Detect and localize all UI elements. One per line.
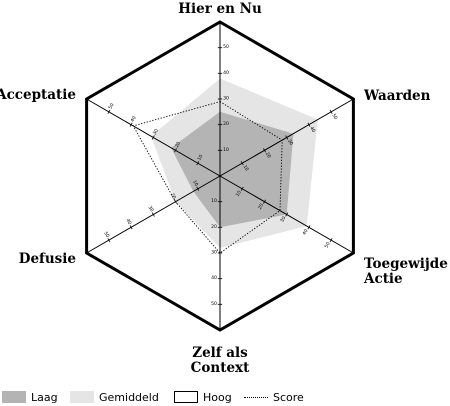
legend-swatch-laag (2, 391, 26, 403)
legend-label-laag: Laag (31, 390, 58, 404)
axis-label-line: Defusie (19, 251, 76, 267)
tick-mark (329, 238, 333, 243)
radar-chart: 10 20 30 40 50 10 20 30 40 50 10 20 30 40 50 10 20 30 40 50… (0, 1, 448, 376)
tick-label: 50 (223, 44, 229, 50)
axis-label-line: Actie (363, 271, 403, 287)
tick-label: 50 (102, 231, 110, 239)
axis-label: Acceptatie (0, 87, 76, 103)
tick-label: 20 (257, 203, 265, 211)
tick-mark (263, 199, 266, 204)
axis-label-line: Zelf als (192, 345, 248, 361)
tick-label: 30 (211, 250, 217, 256)
legend-swatch-gemiddeld (70, 391, 94, 403)
axis-label-line: Waarden (363, 88, 431, 104)
tick-label: 30 (279, 215, 287, 223)
outline-layer (85, 20, 355, 332)
legend-item-hoog: Hoog (174, 388, 232, 406)
tick-mark (240, 161, 244, 166)
tick-label: 40 (124, 218, 132, 226)
legend-swatch-score (244, 396, 268, 398)
tick-label: 10 (223, 147, 229, 153)
tick-mark (129, 122, 133, 127)
series-outline-hoog (85, 20, 355, 332)
tick-mark (107, 109, 111, 114)
tick-label: 30 (152, 128, 160, 136)
tick-label: 10 (211, 198, 217, 204)
tick-mark (196, 161, 200, 166)
tick-mark (263, 148, 266, 153)
tick-mark (196, 186, 200, 191)
legend-item-score: Score (244, 388, 304, 406)
axis-label-line: Context (191, 360, 250, 376)
series-fill-layer (151, 78, 318, 248)
axis-label: Defusie (19, 251, 76, 267)
legend-item-gemiddeld: Gemiddeld (70, 388, 159, 406)
tick-mark (285, 135, 289, 140)
series-area-laag (171, 111, 294, 228)
tick-label: 20 (223, 121, 229, 127)
tick-mark (240, 186, 244, 191)
tick-mark (329, 109, 333, 114)
tick-label: 10 (191, 179, 199, 187)
legend-label-score: Score (273, 390, 304, 404)
legend: Laag Gemiddeld Hoog Score (0, 388, 450, 406)
tick-label: 20 (211, 224, 217, 230)
tick-label: 50 (324, 241, 332, 249)
tick-mark (174, 148, 177, 153)
tick-mark (151, 135, 155, 140)
tick-label: 30 (223, 96, 229, 102)
tick-label: 50 (107, 102, 115, 110)
tick-label: 10 (196, 154, 204, 162)
axis-label-line: Hier en Nu (178, 1, 262, 17)
tick-mark (307, 225, 311, 230)
tick-label: 40 (223, 70, 229, 76)
tick-mark (307, 122, 311, 127)
tick-mark (151, 212, 155, 217)
legend-label-gemiddeld: Gemiddeld (99, 390, 159, 404)
series-line-score (132, 101, 283, 254)
tick-label: 40 (130, 115, 138, 123)
tick-label: 10 (242, 164, 250, 172)
axis-label: Hier en Nu (178, 1, 262, 17)
tick-label: 50 (211, 301, 217, 307)
tick-label: 20 (264, 151, 272, 159)
tick-label-layer: 10 20 30 40 50 10 20 30 40 50 10 20 30 40 50 10 20 30 40 50… (102, 44, 338, 307)
tick-label: 20 (169, 192, 177, 200)
axis-layer (86, 22, 354, 330)
tick-label: 40 (301, 228, 309, 236)
tick-label: 40 (308, 126, 316, 134)
axis-label-line: Acceptatie (0, 87, 76, 103)
tick-mark (285, 212, 289, 217)
legend-label-hoog: Hoog (203, 390, 232, 404)
tick-label: 30 (147, 205, 155, 213)
axis-label: Waarden (363, 88, 431, 104)
tick-label: 40 (211, 275, 217, 281)
legend-item-laag: Laag (2, 388, 58, 406)
legend-swatch-hoog (174, 391, 198, 403)
tick-label: 10 (235, 190, 243, 198)
tick-mark (107, 238, 111, 243)
tick-label: 30 (286, 138, 294, 146)
tick-mark (129, 225, 133, 230)
tick-label: 50 (330, 113, 338, 121)
axis-label-line: Toegewijde (364, 256, 448, 272)
tick-label: 20 (174, 141, 182, 149)
